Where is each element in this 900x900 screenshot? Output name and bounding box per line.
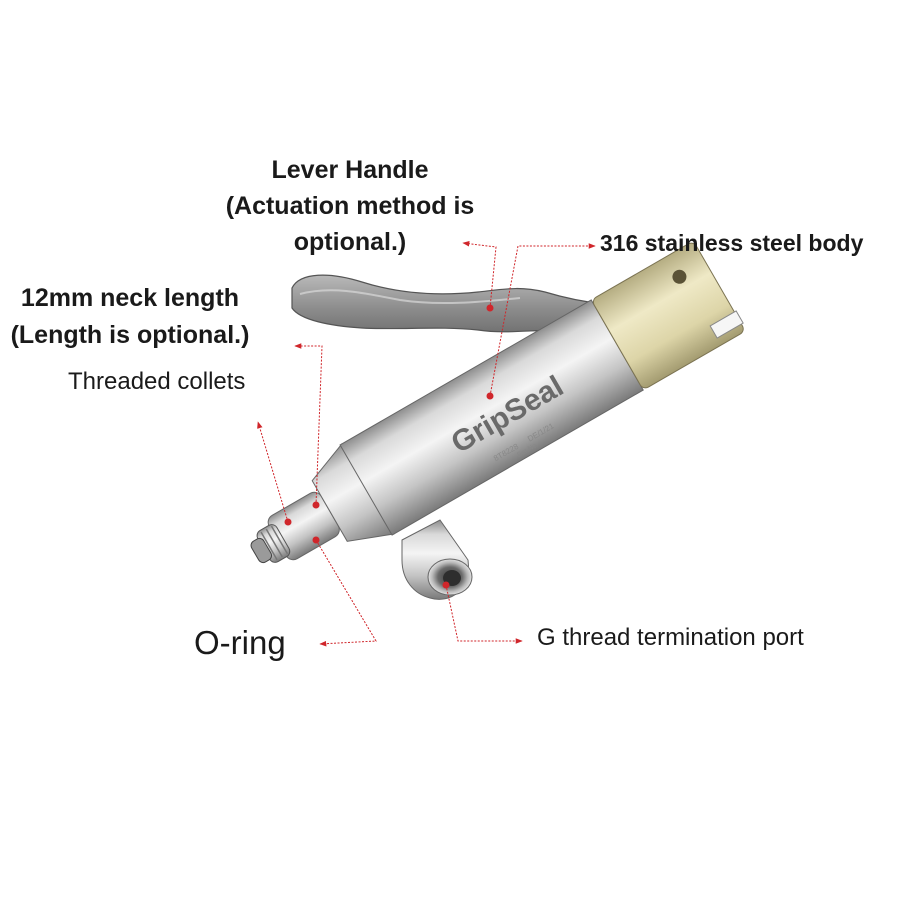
- leader-collets: [257, 421, 289, 523]
- leader-port: [445, 584, 523, 644]
- leader-lever: [462, 240, 497, 309]
- leader-oring: [315, 539, 377, 647]
- label-lever-handle-line2: (Actuation method is: [225, 192, 475, 220]
- label-lever-handle-line1: Lever Handle: [271, 156, 429, 184]
- termination-port: [401, 519, 473, 600]
- leader-neck: [294, 343, 323, 506]
- label-lever-handle-line3: optional.): [293, 228, 407, 256]
- label-lever-handle: Lever Handle (Actuation method is option…: [200, 152, 500, 260]
- leader-lines: [257, 240, 596, 647]
- tool-body: GripSeal 8T8228 DE/1/21 Ser.No.: [250, 242, 744, 564]
- label-neck-line2: (Length is optional.): [10, 321, 250, 349]
- label-body-material: 316 stainless steel body: [600, 230, 864, 256]
- label-o-ring: O-ring: [194, 624, 286, 661]
- label-termination-port: G thread termination port: [537, 624, 804, 651]
- label-neck-line1: 12mm neck length: [20, 284, 240, 312]
- label-neck-length: 12mm neck length (Length is optional.): [0, 280, 274, 354]
- label-threaded-collets: Threaded collets: [68, 368, 246, 395]
- leader-body: [489, 243, 596, 397]
